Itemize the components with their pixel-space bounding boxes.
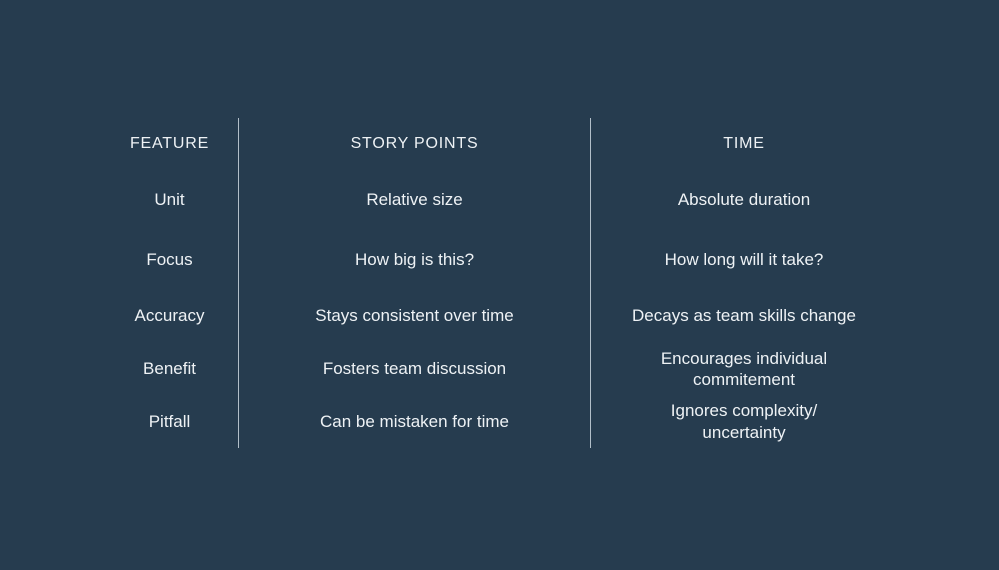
cell-unit-time: Absolute duration (677, 190, 811, 210)
cell-accuracy-story-points: Stays consistent over time (239, 289, 591, 343)
cell-accuracy-time: Decays as team skills change (632, 306, 856, 326)
cell-benefit-feature: Benefit (101, 343, 239, 395)
column-header-feature: FEATURE (101, 118, 239, 170)
comparison-table: FEATURE STORY POINTS TIME Unit Relative … (101, 118, 897, 448)
column-header-story-points: STORY POINTS (239, 118, 591, 170)
cell-unit-feature: Unit (101, 170, 239, 230)
cell-unit-story-points: Relative size (239, 170, 591, 230)
cell-pitfall-time: Ignores complexity/ uncertainty (670, 401, 818, 442)
cell-focus-story-points: How big is this? (239, 230, 591, 289)
cell-pitfall-feature: Pitfall (101, 395, 239, 448)
cell-focus-feature: Focus (101, 230, 239, 289)
cell-benefit-story-points: Fosters team discussion (239, 343, 591, 395)
column-header-time: TIME (723, 135, 765, 152)
cell-accuracy-feature: Accuracy (101, 289, 239, 343)
cell-benefit-time: Encourages individual commitement (660, 348, 828, 389)
cell-focus-time: How long will it take? (664, 249, 824, 269)
cell-pitfall-story-points: Can be mistaken for time (239, 395, 591, 448)
